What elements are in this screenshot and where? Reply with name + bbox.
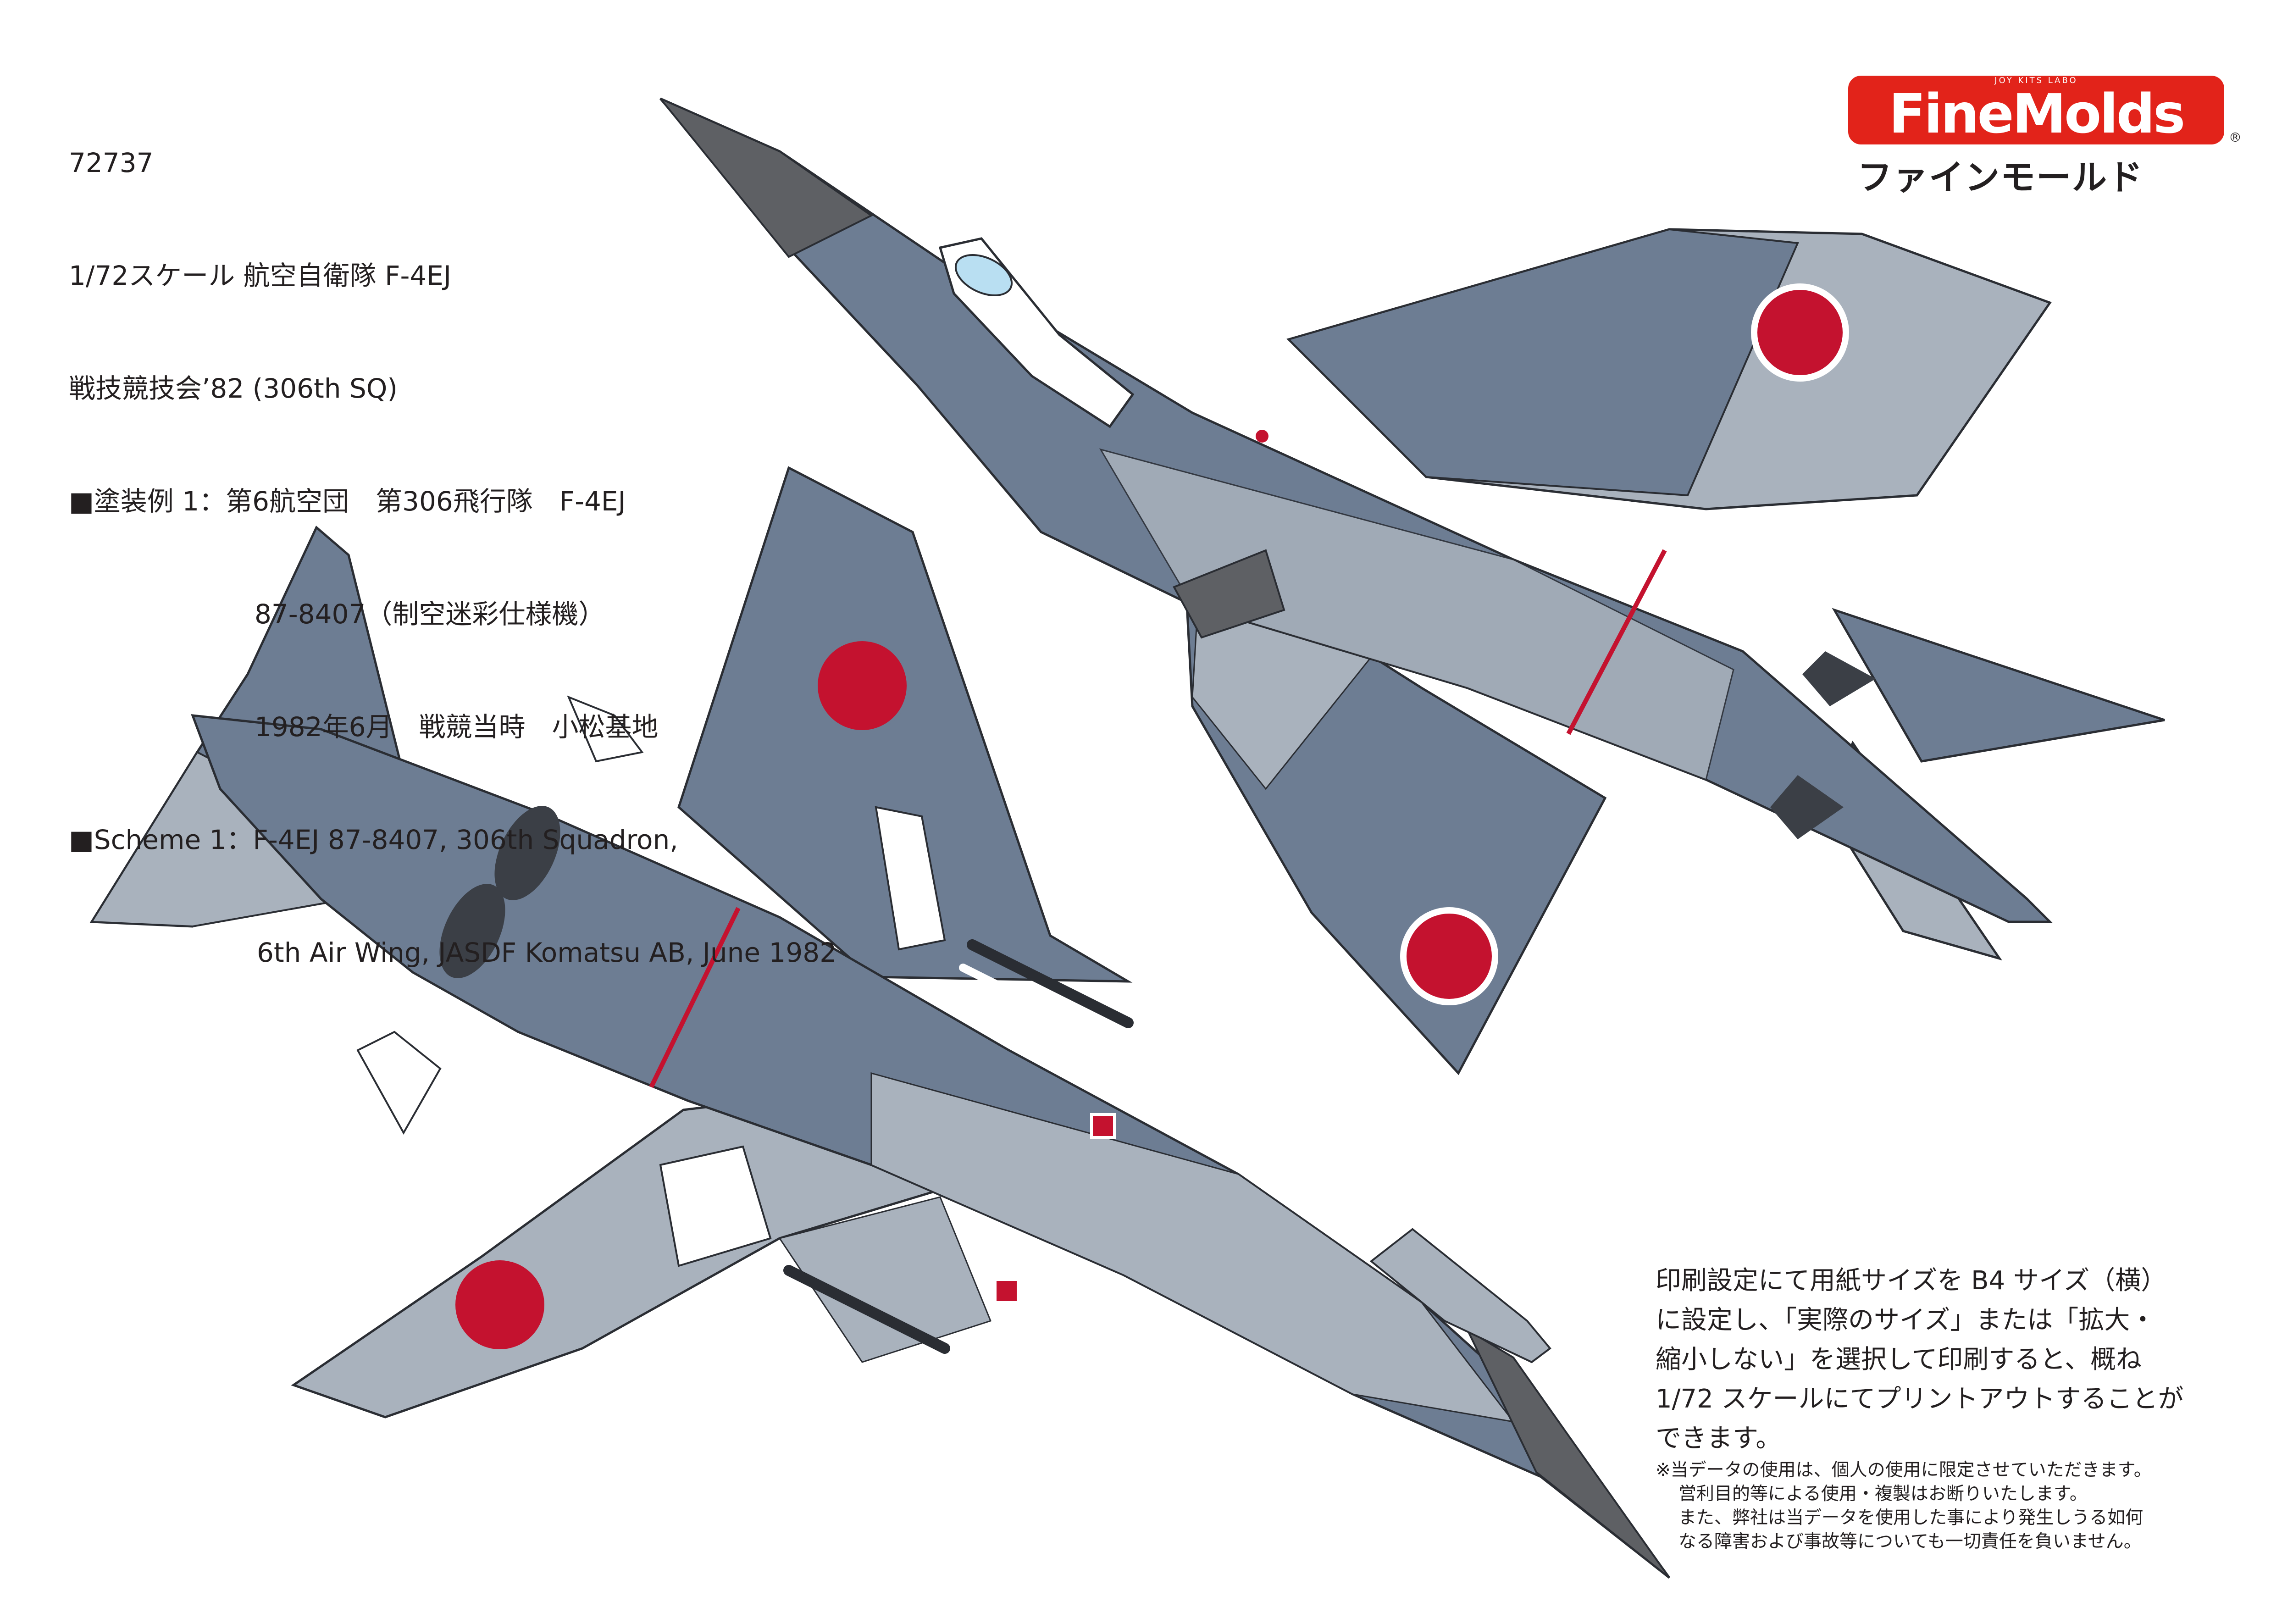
disclaimer-line: ※当データの使用は、個人の使用に限定させていただきます。 [1656,1460,2152,1480]
loose-panel-2 [356,1031,442,1135]
print-note-line: 1/72 スケールにてプリントアウトすることが [1656,1384,2184,1414]
disclaimer-line: 営利目的等による使用・複製はお断りいたします。 [1678,1484,2088,1504]
logo-kana: ファインモールド [1857,157,2143,198]
disclaimer-line: なる障害および事故等についても一切責任を負いません。 [1678,1531,2142,1552]
logo-tagline: JOY KITS LABO [1994,76,2078,85]
registered-mark: ® [2229,130,2242,145]
upper-view-aircraft [659,97,2165,1075]
lower-view-aircraft [89,466,1671,1579]
event-title: 戦技競技会’82 (306th SQ) [69,373,398,404]
kit-number: 72737 [69,147,154,178]
loose-panel-1 [567,695,644,763]
disclaimer-line: また、弊社は当データを使用した事により発生しうる如何 [1678,1508,2143,1528]
print-note-line: できます。 [1656,1424,1782,1453]
title-block: 72737 1/72スケール 航空自衛隊 F-4EJ 戦技競技会’82 (306… [69,69,836,1009]
logo-badge: JOY KITS LABO FineMolds [1848,76,2224,144]
print-instructions: 印刷設定にて用紙サイズを B4 サイズ（横） に設定し、「実際のサイズ」または「… [1656,1261,2247,1458]
print-note-line: に設定し、「実際のサイズ」または「拡大・ [1656,1305,2156,1335]
scheme-jp-line2: 87-8407（制空迷彩仕様機） [255,599,605,630]
usage-disclaimer: ※当データの使用は、個人の使用に限定させていただきます。 営利目的等による使用・… [1656,1458,2247,1554]
scheme-jp-line3: 1982年6月 戦競当時 小松基地 [255,711,659,743]
scale-title: 1/72スケール 航空自衛隊 F-4EJ [69,260,452,291]
finemolds-logo: JOY KITS LABO FineMolds ® ファインモールド [1848,76,2243,204]
print-note-line: 印刷設定にて用紙サイズを B4 サイズ（横） [1656,1266,2167,1296]
scheme-en-line1: ■Scheme 1：F-4EJ 87-8407, 306th Squadron, [69,824,678,855]
print-note-line: 縮小しない」を選択して印刷すると、概ね [1656,1345,2142,1375]
loose-panel-3 [1369,1228,1551,1363]
scheme-jp-line1: ■塗装例 1：第6航空団 第306飛行隊 F-4EJ [69,486,626,517]
logo-brand: FineMolds [1889,82,2186,145]
scheme-en-line2: 6th Air Wing, JASDF Komatsu AB, June 198… [257,937,837,968]
